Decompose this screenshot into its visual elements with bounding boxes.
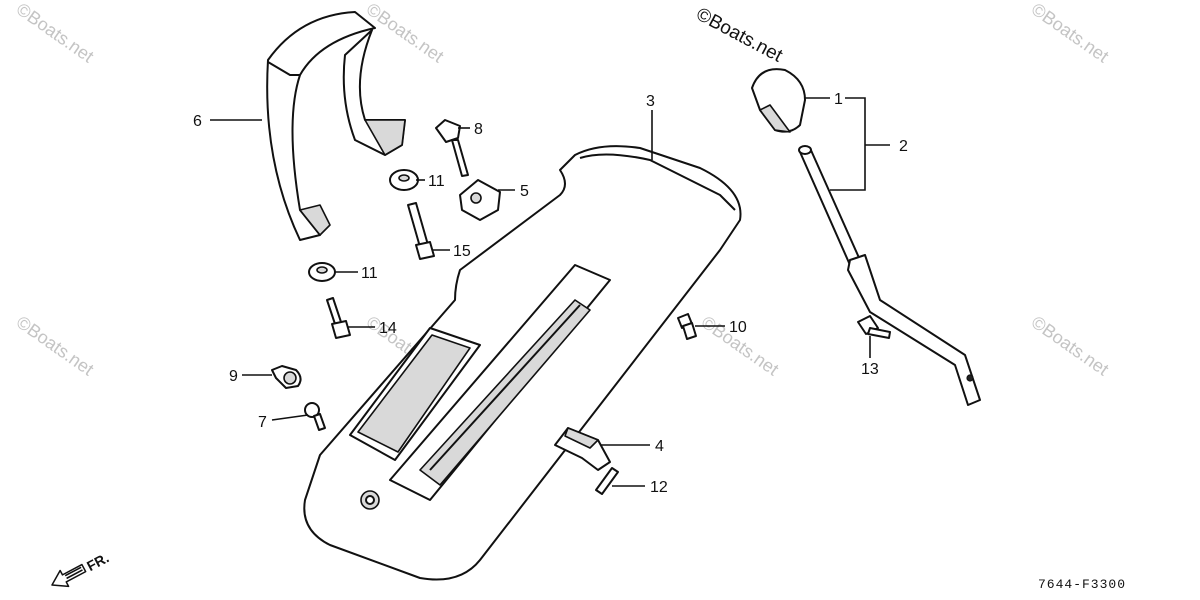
part-8-screw bbox=[435, 119, 469, 177]
callouts: 1 2 3 4 5 6 7 8 9 10 11 11 12 13 14 15 bbox=[193, 91, 908, 496]
callout-7: 7 bbox=[258, 414, 267, 431]
callout-12: 12 bbox=[650, 479, 668, 496]
arrow-left-icon bbox=[51, 563, 87, 588]
part-3-cover bbox=[303, 145, 742, 581]
callout-10: 10 bbox=[729, 319, 747, 336]
callout-13: 13 bbox=[861, 361, 879, 378]
part-15-bolt bbox=[407, 202, 435, 260]
callout-11-upper: 11 bbox=[428, 173, 445, 190]
part-6-handle bbox=[266, 11, 406, 241]
callout-2: 2 bbox=[899, 138, 908, 155]
part-14-bolt bbox=[326, 297, 351, 339]
watermark-2: ©Boats.net bbox=[363, 0, 448, 67]
drawing-code: 7644-F3300 bbox=[1038, 577, 1126, 592]
callout-3: 3 bbox=[646, 93, 655, 110]
callout-6: 6 bbox=[193, 113, 202, 130]
leader-lines bbox=[210, 97, 890, 487]
part-1-knob bbox=[751, 68, 806, 133]
front-direction-arrow: FR. bbox=[51, 549, 111, 588]
callout-8: 8 bbox=[474, 121, 483, 138]
callout-14: 14 bbox=[379, 320, 397, 337]
part-11-washer-b bbox=[308, 262, 336, 282]
part-10-bolt bbox=[677, 313, 697, 340]
watermark-top: ©Boats.net bbox=[693, 4, 787, 67]
part-13-bolt bbox=[857, 315, 891, 339]
watermark-1: ©Boats.net bbox=[13, 0, 98, 67]
direction-label: FR. bbox=[84, 549, 111, 574]
watermark-3: ©Boats.net bbox=[1028, 0, 1113, 67]
part-2-lever bbox=[798, 145, 981, 406]
callout-11-lower: 11 bbox=[361, 265, 378, 282]
part-5-nut bbox=[459, 179, 501, 221]
part-7-screw bbox=[304, 402, 326, 431]
watermark-4: ©Boats.net bbox=[13, 312, 98, 380]
callout-9: 9 bbox=[229, 368, 238, 385]
part-11-washer-a bbox=[389, 169, 419, 191]
callout-1: 1 bbox=[834, 91, 843, 108]
callout-5: 5 bbox=[520, 183, 529, 200]
part-9-grommet bbox=[271, 365, 302, 389]
part-12-pin bbox=[595, 467, 619, 495]
part-4-clip bbox=[554, 427, 611, 471]
watermark-7: ©Boats.net bbox=[1028, 312, 1113, 380]
callout-15: 15 bbox=[453, 243, 471, 260]
callout-4: 4 bbox=[655, 438, 664, 455]
